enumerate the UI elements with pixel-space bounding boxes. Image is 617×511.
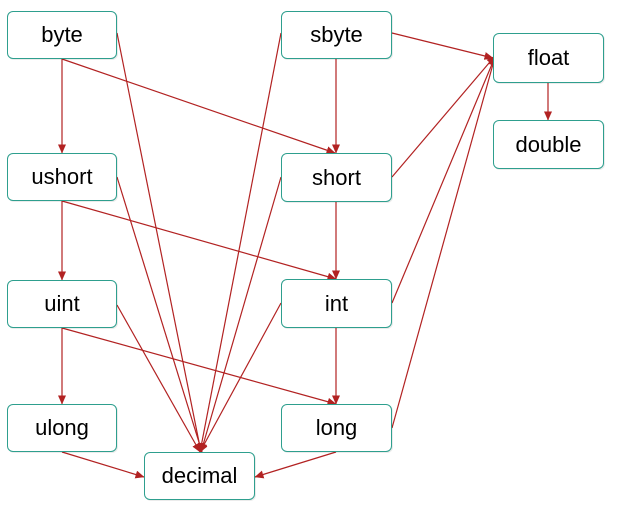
edge-sbyte-decimal bbox=[197, 32, 282, 453]
node-double: double bbox=[493, 120, 604, 169]
edge-byte-decimal bbox=[116, 32, 204, 453]
node-long: long bbox=[281, 404, 392, 452]
edge-long-float bbox=[391, 56, 497, 429]
edge-int-decimal bbox=[199, 302, 282, 453]
edge-ushort-int bbox=[61, 200, 337, 281]
edge-byte-short bbox=[61, 58, 336, 155]
node-sbyte: sbyte bbox=[281, 11, 392, 59]
node-int: int bbox=[281, 279, 392, 328]
edge-uint-long bbox=[61, 327, 337, 406]
edge-ushort-decimal bbox=[116, 176, 204, 453]
node-ushort: ushort bbox=[7, 153, 117, 201]
node-byte: byte bbox=[7, 11, 117, 59]
node-float: float bbox=[493, 33, 604, 83]
edge-sbyte-float bbox=[391, 32, 494, 60]
node-decimal: decimal bbox=[144, 452, 255, 500]
node-ulong: ulong bbox=[7, 404, 117, 452]
edge-long-decimal bbox=[254, 451, 337, 479]
edge-int-float bbox=[391, 56, 496, 304]
edge-ulong-decimal bbox=[61, 451, 145, 479]
edge-uint-decimal bbox=[116, 304, 201, 453]
node-short: short bbox=[281, 153, 392, 202]
edge-short-decimal bbox=[199, 176, 282, 453]
node-uint: uint bbox=[7, 280, 117, 328]
edge-short-float bbox=[391, 55, 496, 178]
